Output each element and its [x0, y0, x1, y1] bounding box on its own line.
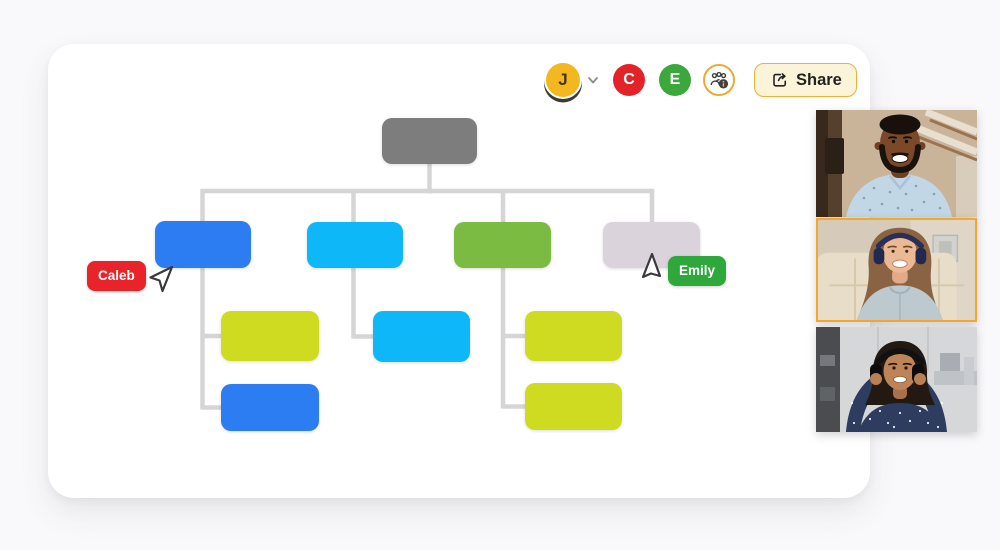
diagram-node-root[interactable]	[382, 118, 477, 164]
avatar-c[interactable]: C	[613, 64, 645, 96]
collaborator-emily: Emily	[639, 251, 727, 286]
emily-cursor-icon	[641, 252, 662, 279]
participant-1-video	[816, 110, 977, 217]
node-layer	[48, 44, 870, 498]
whiteboard-canvas[interactable]: Caleb Emily J C E	[48, 44, 870, 498]
participant-3-video	[816, 327, 977, 432]
people-info-icon[interactable]	[703, 64, 735, 96]
share-arrow-icon	[773, 73, 787, 87]
participant-2-video	[818, 220, 975, 320]
video-tile-1[interactable]	[816, 110, 977, 217]
diagram-node-cyan-1[interactable]	[307, 222, 403, 268]
video-tile-3[interactable]	[816, 327, 977, 432]
diagram-node-blue-1[interactable]	[155, 221, 251, 268]
diagram-node-blue-2[interactable]	[221, 384, 319, 431]
share-button-label: Share	[796, 70, 842, 89]
diagram-node-yellow-2[interactable]	[525, 311, 622, 361]
diagram-node-yellow-3[interactable]	[525, 383, 622, 430]
video-tile-2-active[interactable]	[816, 218, 977, 322]
collaborator-emily-label: Emily	[668, 256, 727, 286]
diagram-node-green-1[interactable]	[454, 222, 551, 268]
avatar-e[interactable]: E	[659, 64, 691, 96]
chevron-down-icon[interactable]	[586, 73, 600, 87]
avatar-j[interactable]: J	[544, 61, 582, 99]
collaborator-caleb-label: Caleb	[87, 261, 146, 291]
toolbar: J C E	[544, 59, 857, 101]
caleb-cursor-icon	[149, 265, 173, 293]
share-button[interactable]: Share	[754, 63, 857, 97]
collaborator-caleb: Caleb	[87, 261, 175, 297]
diagram-node-cyan-2[interactable]	[373, 311, 470, 362]
diagram-node-yellow-1[interactable]	[221, 311, 319, 361]
